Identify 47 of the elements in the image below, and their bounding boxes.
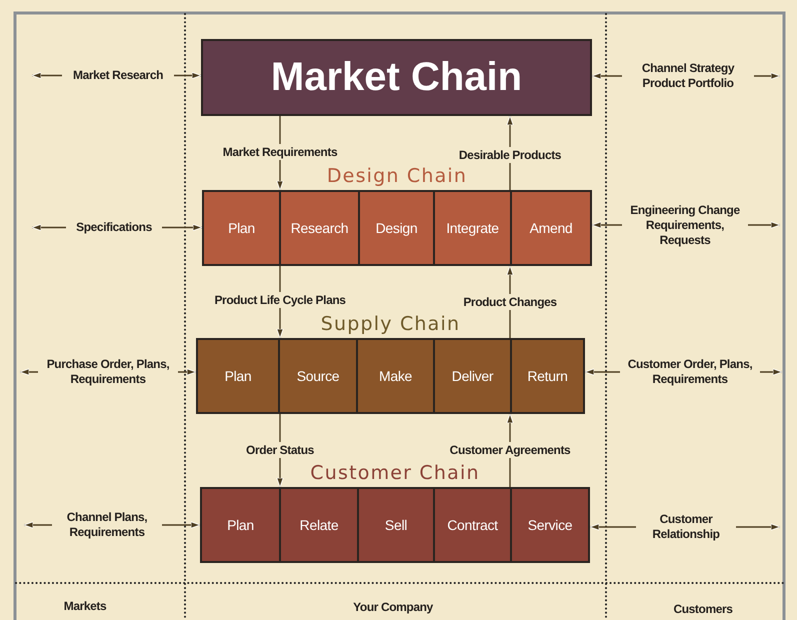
- arrow: [754, 72, 780, 80]
- step-label: Design: [376, 220, 418, 236]
- step-label: Sell: [384, 517, 408, 533]
- arrow: [162, 522, 200, 528]
- arrow: [24, 522, 52, 528]
- arrow: [32, 224, 66, 231]
- arrow: [178, 368, 196, 376]
- arrow: [32, 72, 62, 79]
- step-label: Relate: [300, 517, 338, 533]
- step-label: Plan: [227, 517, 254, 533]
- step-label: Amend: [530, 220, 572, 236]
- flow-label: Purchase Order, Plans, Requirements: [38, 350, 178, 394]
- step-label: Contract: [447, 517, 498, 533]
- step-label: Integrate: [446, 220, 499, 236]
- flow-label: Channel Plans, Requirements: [52, 503, 162, 547]
- step-label: Deliver: [452, 368, 494, 384]
- flow-label: Customer Order, Plans, Requirements: [620, 350, 760, 394]
- step-label: Research: [290, 220, 348, 236]
- chain-heading: Supply Chain: [320, 313, 460, 335]
- step-label: Plan: [224, 368, 252, 384]
- column-label: Markets: [64, 599, 106, 613]
- arrow: [736, 524, 780, 530]
- flow-label: Market Research: [62, 66, 174, 85]
- arrow: [174, 72, 202, 79]
- arrow: [162, 224, 202, 231]
- flow-label: Engineering Change Requirements, Requests: [622, 196, 748, 254]
- chain-heading: Design Chain: [326, 165, 468, 187]
- arrow: [20, 368, 38, 376]
- step-label: Make: [378, 368, 412, 384]
- step-label: Return: [527, 368, 568, 384]
- chain-title: Market Chain: [270, 55, 522, 100]
- step-label: Plan: [228, 220, 255, 236]
- arrow: [592, 72, 622, 80]
- arrow: [584, 368, 620, 376]
- column-label: Your Company: [353, 600, 433, 614]
- flow-label: Specifications: [66, 218, 162, 237]
- column-label: Customers: [673, 602, 733, 616]
- flow-label: Channel Strategy Product Portfolio: [622, 57, 754, 95]
- market-chain-box: [201, 39, 592, 116]
- step-label: Source: [296, 368, 340, 384]
- arrow: [590, 524, 636, 530]
- arrow: [592, 222, 622, 228]
- flow-label: Customer Relationship: [636, 505, 736, 549]
- arrow: [748, 222, 780, 228]
- chain-heading: Customer Chain: [310, 462, 480, 484]
- step-label: Service: [528, 517, 572, 533]
- arrow: [760, 368, 782, 376]
